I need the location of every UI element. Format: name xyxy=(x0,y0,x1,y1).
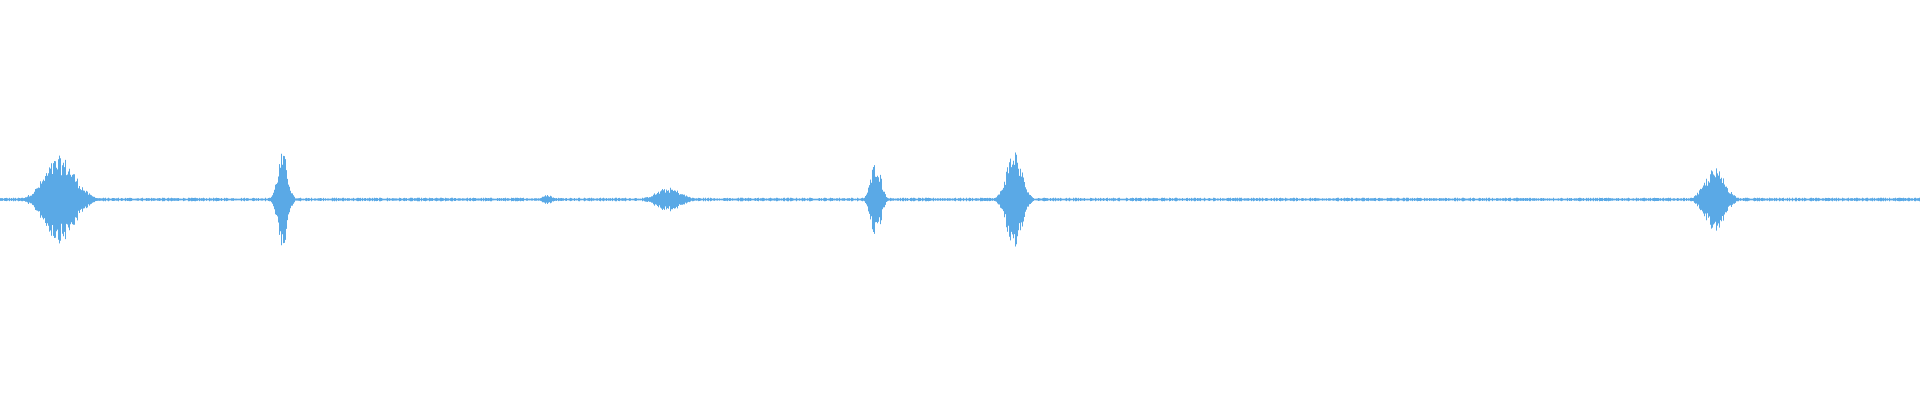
waveform-amplitude xyxy=(0,152,1920,247)
waveform-trace xyxy=(0,152,1920,247)
